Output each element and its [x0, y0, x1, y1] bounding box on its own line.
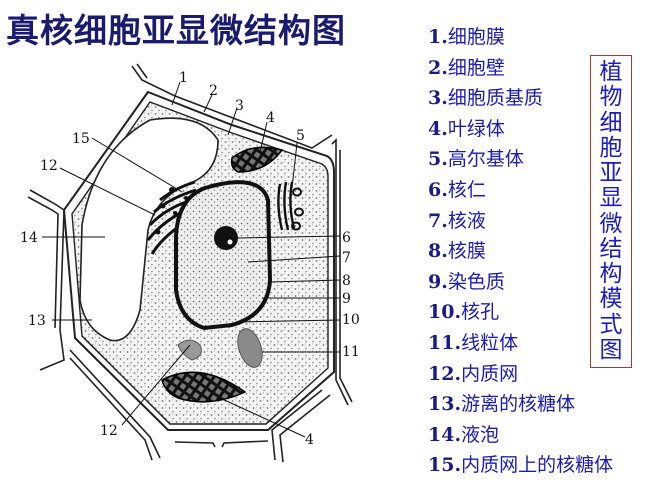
label-12: 12 — [40, 158, 58, 174]
vertical-title-char: 式 — [599, 311, 623, 338]
legend-item: 4.叶绿体 — [428, 117, 505, 140]
label-10: 10 — [342, 312, 360, 328]
vertical-title-char: 亚 — [599, 160, 623, 187]
label-4-lower: 4 — [305, 432, 314, 448]
legend-item: 8.核膜 — [428, 240, 486, 263]
vertical-title-char: 胞 — [599, 134, 623, 161]
label-15: 15 — [72, 131, 90, 147]
chloroplast-lower — [161, 371, 247, 403]
page-title: 真核细胞亚显微结构图 — [6, 11, 346, 50]
label-4: 4 — [266, 110, 275, 126]
legend-item: 12.内质网 — [428, 362, 519, 385]
legend-item: 11.线粒体 — [428, 331, 519, 354]
label-3: 3 — [235, 98, 244, 114]
label-14: 14 — [20, 230, 38, 246]
legend-item: 9.染色质 — [428, 270, 505, 293]
label-1: 1 — [179, 70, 188, 86]
label-7: 7 — [342, 250, 351, 266]
nucleolus — [214, 226, 238, 250]
label-13: 13 — [28, 313, 46, 329]
vertical-title-char: 图 — [599, 336, 623, 363]
label-8: 8 — [342, 273, 351, 289]
legend-item: 13.游离的核糖体 — [428, 393, 576, 416]
legend-item: 14.液泡 — [428, 423, 500, 446]
nucleus — [174, 180, 273, 331]
vertical-title-char: 植 — [599, 59, 623, 86]
vertical-title-char: 显 — [599, 185, 623, 212]
legend-item: 15.内质网上的核糖体 — [428, 454, 614, 477]
label-2: 2 — [209, 83, 218, 99]
vacuole — [79, 117, 219, 342]
label-9: 9 — [342, 291, 351, 307]
mitochondrion — [237, 328, 263, 368]
legend-list: 1.细胞膜 2.细胞壁 3.细胞质基质 4.叶绿体 5.高尔基体 6.核仁 7.… — [428, 22, 613, 481]
vertical-title-box: 植 物 细 胞 亚 显 微 结 构 模 式 图 — [590, 55, 632, 368]
legend-item: 6.核仁 — [428, 178, 486, 201]
legend-item: 10.核孔 — [428, 301, 500, 324]
chloroplast-upper — [230, 146, 284, 173]
vertical-title-char: 微 — [599, 210, 623, 237]
vertical-title-char: 细 — [599, 109, 623, 136]
legend-item: 5.高尔基体 — [428, 148, 524, 171]
legend-item: 1.细胞膜 — [428, 26, 505, 48]
neighbor-cell-walls — [27, 63, 353, 463]
vertical-title-char: 物 — [599, 84, 623, 111]
leader-lines — [42, 81, 341, 438]
plant-cell-diagram: 1 2 3 4 5 6 7 8 9 10 11 15 12 14 13 12 4 — [20, 63, 360, 463]
label-12-lower: 12 — [100, 423, 118, 439]
vertical-title-char: 模 — [599, 286, 623, 313]
vertical-title-char: 构 — [599, 261, 623, 288]
label-11: 11 — [342, 344, 360, 360]
label-6: 6 — [342, 230, 351, 246]
legend-item: 7.核液 — [428, 209, 486, 232]
vertical-title-char: 结 — [599, 235, 623, 262]
label-5: 5 — [296, 128, 305, 144]
legend-item: 3.细胞质基质 — [428, 87, 543, 110]
legend-item: 2.细胞壁 — [428, 56, 505, 79]
